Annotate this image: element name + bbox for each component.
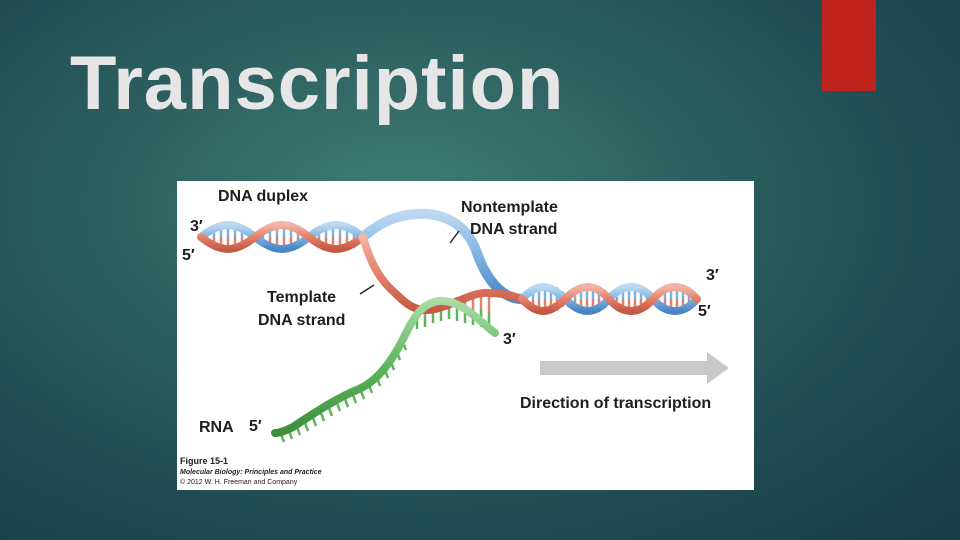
accent-bar (822, 0, 876, 91)
rna-label: RNA (199, 419, 234, 436)
rna-base (351, 394, 358, 404)
rna-base (319, 412, 326, 422)
nontemplate-label-line2: DNA strand (470, 221, 558, 238)
left-5prime-end: 5′ (182, 247, 195, 264)
rna-base (359, 390, 366, 400)
right-template-strand (518, 283, 701, 315)
nontemplate-bubble-strand (358, 208, 527, 304)
slide-title: Transcription (70, 41, 565, 126)
figure-copyright: © 2012 W. H. Freeman and Company (180, 479, 298, 486)
rna-3prime-end: 3′ (503, 331, 516, 348)
left-nontemplate-strand (197, 221, 367, 253)
left-template-strand (197, 221, 367, 253)
rna-strand (271, 296, 499, 437)
template-label-line2: DNA strand (258, 312, 346, 329)
figure-number: Figure 15-1 (180, 456, 229, 466)
direction-arrow (540, 352, 729, 384)
rna-base (303, 422, 310, 432)
rna-5prime-end: 5′ (249, 418, 262, 435)
left-3prime-end: 3′ (190, 218, 203, 235)
right-5prime-end: 5′ (698, 303, 711, 320)
template-bubble-strand (359, 233, 526, 314)
right-3prime-end: 3′ (706, 267, 719, 284)
direction-label: Direction of transcription (520, 395, 712, 412)
rna-base (343, 398, 350, 408)
figure-book: Molecular Biology: Principles and Practi… (180, 469, 322, 476)
template-label-line1: Template (267, 289, 337, 306)
template-leader-line (359, 284, 375, 295)
transcription-figure: DNA duplex Nontemplate DNA strand Templa… (177, 181, 754, 490)
rna-base (335, 402, 342, 412)
transcription-diagram (197, 208, 729, 443)
dna-duplex-label: DNA duplex (218, 188, 309, 205)
nontemplate-leader-line (449, 230, 460, 244)
nontemplate-label-line1: Nontemplate (461, 199, 558, 216)
rna-base (311, 417, 318, 427)
rna-base (327, 407, 334, 417)
